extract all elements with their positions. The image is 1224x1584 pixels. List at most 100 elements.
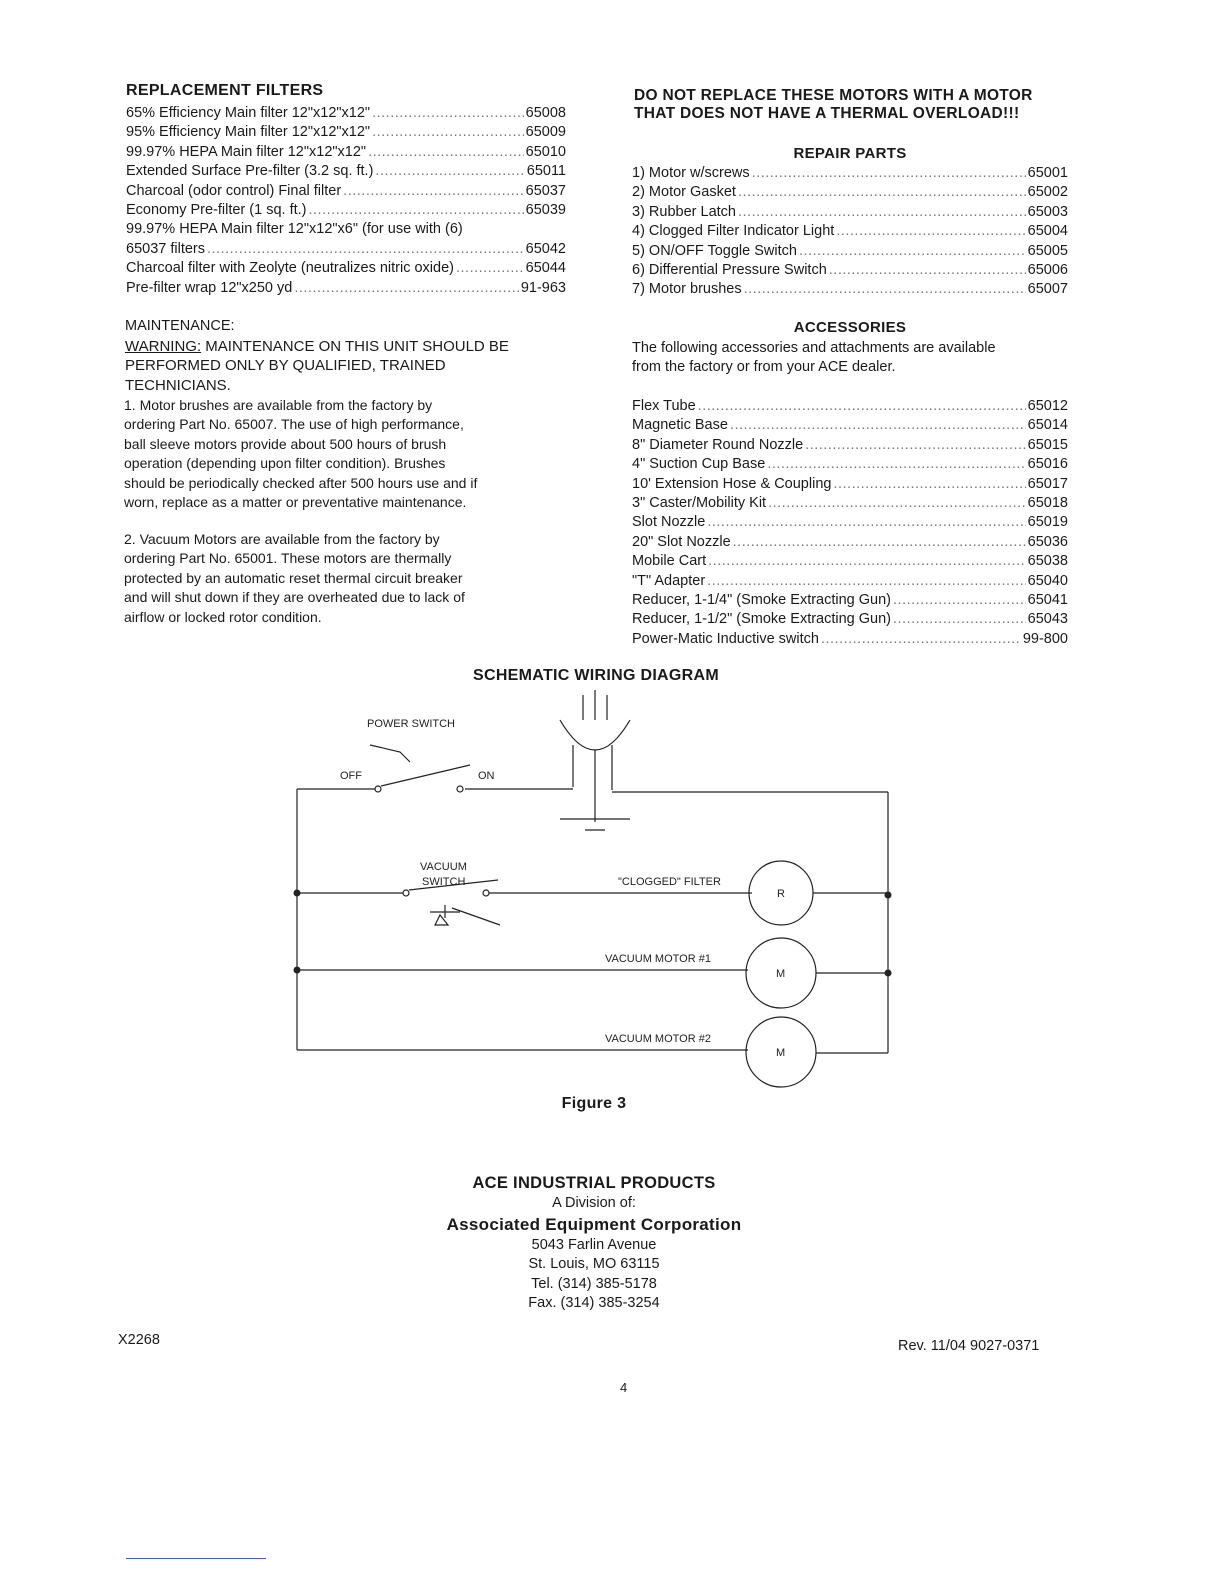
- part-number: 65003: [1027, 203, 1068, 220]
- part-number: 65044: [525, 260, 566, 277]
- list-item: 8" Diameter Round Nozzle 65015: [632, 436, 1068, 455]
- part-number: 91-963: [520, 279, 566, 296]
- part-number: 65002: [1027, 184, 1068, 201]
- item-label: Economy Pre-filter (1 sq. ft.): [126, 202, 307, 219]
- vacuum-motor-2-label: VACUUM MOTOR #2: [605, 1033, 711, 1045]
- plug-body: [559, 719, 631, 751]
- item-label: Extended Surface Pre-filter (3.2 sq. ft.…: [126, 163, 374, 180]
- vacuum-motor-2: [745, 1016, 817, 1088]
- list-item: 20" Slot Nozzle 65036: [632, 533, 1068, 552]
- part-number: 65017: [1027, 475, 1068, 492]
- list-item: 2) Motor Gasket 65002: [632, 183, 1068, 202]
- repair-parts-heading: REPAIR PARTS: [793, 145, 907, 162]
- part-number: 65005: [1027, 242, 1068, 259]
- replacement-filters-heading: REPLACEMENT FILTERS: [126, 82, 324, 99]
- list-item: 4" Suction Cup Base65016: [632, 455, 1068, 474]
- list-item: 7) Motor brushes 65007: [632, 280, 1068, 299]
- power-switch-label: POWER SWITCH: [367, 718, 455, 730]
- item-label: 4) Clogged Filter Indicator Light: [632, 223, 835, 240]
- list-item: "T" Adapter 65040: [632, 572, 1068, 591]
- accessories-heading: ACCESSORIES: [793, 319, 907, 336]
- bottom-rule: [126, 1558, 266, 1559]
- part-number: 65038: [1027, 553, 1068, 570]
- text-line: airflow or locked rotor condition.: [124, 608, 322, 625]
- on-label: ON: [478, 770, 495, 782]
- list-item: 65% Efficiency Main filter 12"x12"x12"65…: [126, 104, 566, 123]
- diagram-title: SCHEMATIC WIRING DIAGRAM: [473, 667, 719, 684]
- text-line: protected by an automatic reset thermal …: [124, 569, 463, 586]
- item-label: Flex Tube: [632, 398, 696, 414]
- item-label: 1) Motor w/screws: [632, 165, 750, 181]
- list-item: 6) Differential Pressure Switch 65006: [632, 261, 1068, 280]
- item-label: 95% Efficiency Main filter 12"x12"x12": [126, 124, 371, 141]
- company-fax: Fax. (314) 385-3254: [528, 1295, 660, 1311]
- figure-caption: Figure 3: [561, 1095, 627, 1112]
- part-number: 65039: [525, 202, 566, 219]
- list-item: Extended Surface Pre-filter (3.2 sq. ft.…: [126, 162, 566, 181]
- text-line: ordering Part No. 65007. The use of high…: [124, 416, 464, 433]
- text-line: 1. Motor brushes are available from the …: [124, 397, 433, 413]
- item-label: 3" Caster/Mobility Kit: [632, 495, 767, 512]
- part-number: 65036: [1027, 533, 1068, 550]
- list-item: Charcoal (odor control) Final filter6503…: [126, 182, 566, 201]
- text-line: worn, replace as a matter or preventativ…: [124, 494, 467, 511]
- part-number: 65016: [1027, 456, 1068, 473]
- list-item: Power-Matic Inductive switch99-800: [632, 630, 1068, 649]
- list-item: Charcoal filter with Zeolyte (neutralize…: [126, 259, 566, 278]
- junction-dot: [293, 889, 301, 897]
- company-address-2: St. Louis, MO 63115: [528, 1256, 660, 1272]
- vacuum-switch-contact-2: [482, 889, 490, 897]
- power-switch-contact-on: [456, 785, 464, 793]
- part-number: 99-800: [1022, 630, 1068, 647]
- vacuum-switch-lever: [408, 879, 499, 891]
- item-label: 2) Motor Gasket: [632, 184, 736, 201]
- document-code: X2268: [118, 1332, 160, 1348]
- vacuum-motor-1-label: VACUUM MOTOR #1: [605, 953, 711, 965]
- revision-label: Rev. 11/04 9027-0371: [898, 1338, 1040, 1354]
- junction-dot: [884, 969, 892, 977]
- list-item: 4) Clogged Filter Indicator Light 65004: [632, 222, 1068, 241]
- part-number: 65041: [1027, 592, 1068, 609]
- item-label: 5) ON/OFF Toggle Switch: [632, 242, 797, 259]
- company-name: ACE INDUSTRIAL PRODUCTS: [472, 1174, 716, 1192]
- item-label: 10' Extension Hose & Coupling: [632, 475, 832, 492]
- list-item: Magnetic Base65014: [632, 416, 1068, 435]
- part-number: 65007: [1027, 281, 1068, 298]
- vacuum-switch-contact-1: [402, 889, 410, 897]
- company-division: A Division of:: [552, 1195, 636, 1211]
- list-item: 10' Extension Hose & Coupling 65017: [632, 475, 1068, 494]
- part-number: 65009: [525, 124, 566, 141]
- item-label: 6) Differential Pressure Switch: [632, 262, 827, 279]
- item-label: 8" Diameter Round Nozzle: [632, 436, 804, 453]
- item-label: 7) Motor brushes: [632, 281, 742, 298]
- item-label: Slot Nozzle: [632, 514, 706, 531]
- company-block: ACE INDUSTRIAL PRODUCTS A Division of: A…: [394, 1172, 794, 1314]
- list-item: Flex Tube 65012: [632, 397, 1068, 416]
- parent-company-name: Associated Equipment Corporation: [446, 1214, 742, 1234]
- text-line: ball sleeve motors provide about 500 hou…: [124, 435, 447, 452]
- item-label: "T" Adapter: [632, 572, 706, 589]
- list-item: Pre-filter wrap 12"x250 yd91-963: [126, 279, 566, 298]
- text-line: should be periodically checked after 500…: [124, 474, 478, 491]
- part-number: 65042: [525, 240, 566, 257]
- part-number: 65015: [1027, 436, 1068, 453]
- part-number: 65040: [1027, 572, 1068, 589]
- part-number: 65012: [1027, 398, 1068, 414]
- item-label: 20" Slot Nozzle: [632, 533, 731, 550]
- power-switch-lever: [380, 764, 471, 787]
- m-symbol-1: M: [776, 968, 785, 980]
- list-item: 99.97% HEPA Main filter 12"x12"x12"65010: [126, 143, 566, 162]
- item-label: 65% Efficiency Main filter 12"x12"x12": [126, 105, 371, 121]
- vacuum-label: VACUUM: [420, 861, 467, 873]
- item-label: Mobile Cart: [632, 553, 707, 570]
- item-label: 99.97% HEPA Main filter 12"x12"x12": [126, 143, 367, 160]
- junction-dot: [884, 891, 892, 899]
- part-number: 65006: [1027, 262, 1068, 279]
- part-number: 65019: [1027, 514, 1068, 531]
- accessories-intro: The following accessories and attachment…: [632, 340, 996, 376]
- part-number: 65011: [526, 163, 566, 180]
- part-number: 65004: [1027, 223, 1068, 240]
- m-symbol-2: M: [776, 1047, 785, 1059]
- power-switch-contact-off: [374, 785, 382, 793]
